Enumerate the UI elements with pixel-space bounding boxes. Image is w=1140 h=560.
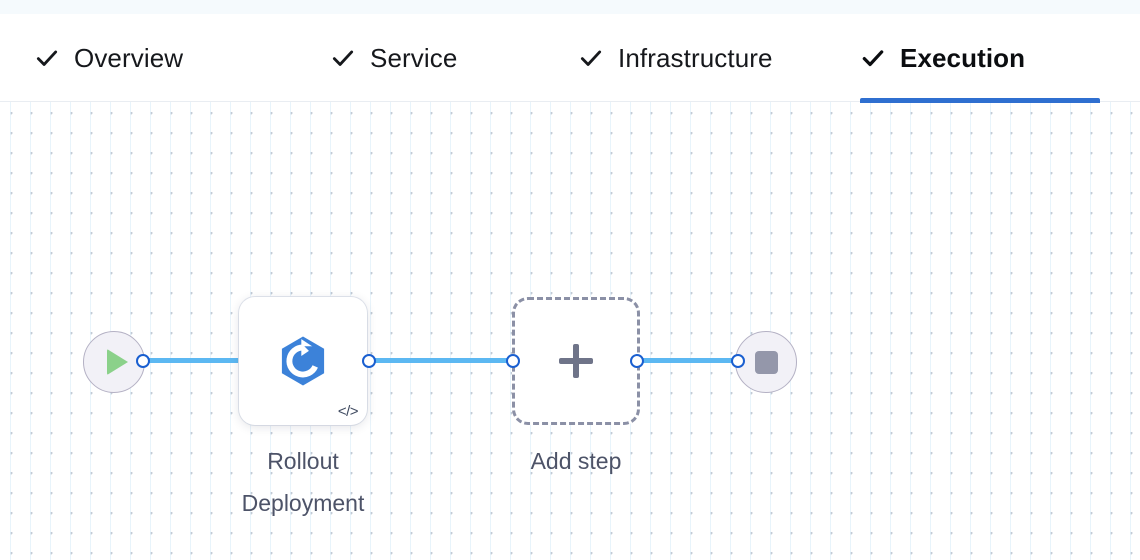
check-icon [862, 50, 884, 67]
tab-overview-label: Overview [74, 42, 184, 73]
end-node[interactable] [735, 331, 797, 393]
check-icon [36, 50, 58, 66]
add-step-node[interactable] [512, 297, 640, 425]
pipeline-step-tabbar: Overview Service Infrastructure Executio… [0, 14, 1140, 103]
tab-infrastructure-label: Infrastructure [618, 42, 773, 73]
edge-rollout-to-addstep[interactable] [366, 358, 518, 363]
step-node-rollout-deployment[interactable]: </> [239, 297, 367, 425]
add-step-target-handle[interactable] [506, 354, 520, 368]
check-icon [580, 50, 602, 66]
tab-infrastructure[interactable]: Infrastructure [578, 14, 814, 102]
add-step-source-handle[interactable] [630, 354, 644, 368]
tab-active-underline [860, 98, 1100, 103]
rollout-deployment-icon [281, 336, 325, 386]
check-icon [332, 50, 354, 66]
end-node-target-handle[interactable] [731, 354, 745, 368]
code-badge-icon: </> [337, 403, 359, 420]
plus-icon [559, 344, 593, 378]
step-node-rollout-deployment-label: Rollout Deployment [241, 448, 365, 516]
tab-execution-label: Execution [900, 42, 1026, 73]
tab-service[interactable]: Service [330, 14, 488, 102]
edge-start-to-rollout[interactable] [140, 358, 244, 363]
tab-execution[interactable]: Execution [860, 14, 1100, 103]
start-node[interactable] [83, 331, 145, 393]
add-step-node-label: Add step [530, 448, 622, 474]
start-node-source-handle[interactable] [136, 354, 150, 368]
play-icon [107, 349, 128, 375]
stop-icon [754, 350, 778, 374]
edge-addstep-to-end[interactable] [634, 358, 740, 363]
tab-overview[interactable]: Overview [34, 14, 226, 102]
rollout-node-source-handle[interactable] [362, 354, 376, 368]
tab-service-label: Service [370, 42, 458, 73]
